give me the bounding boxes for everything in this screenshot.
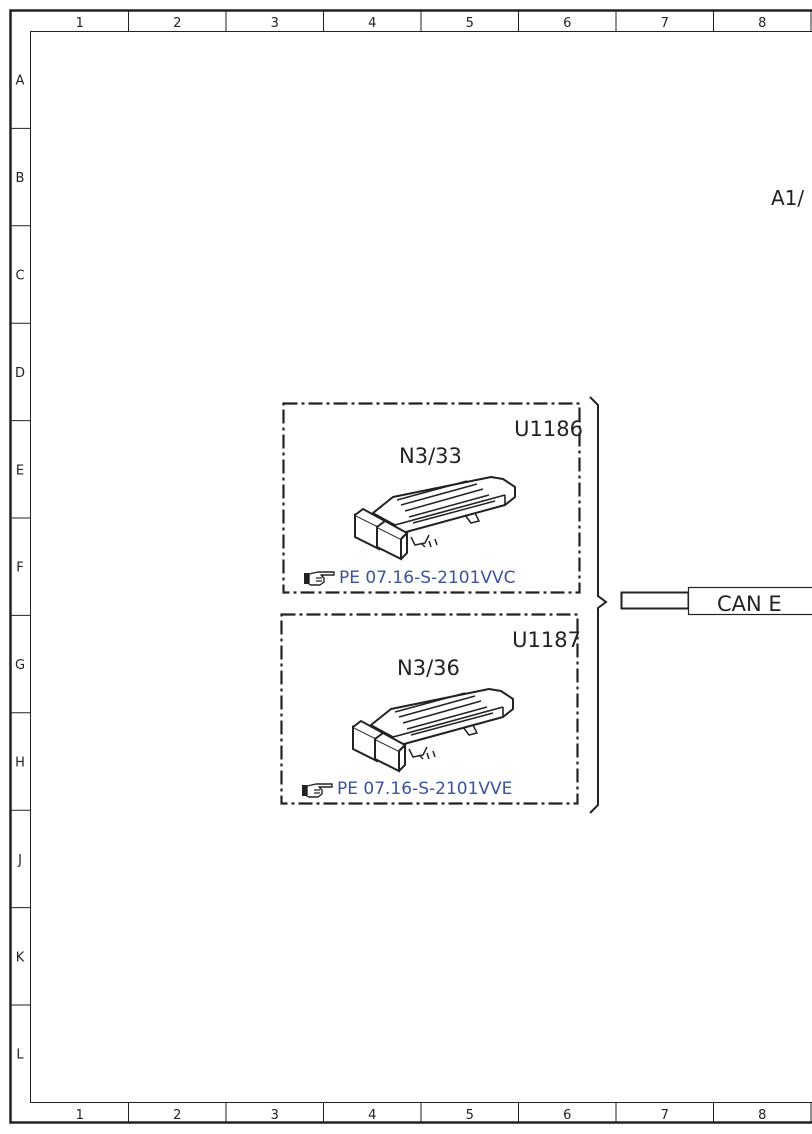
row-marker: K — [16, 950, 25, 965]
module-code: U1186 — [514, 417, 583, 441]
column-marker-bottom: 5 — [466, 1108, 474, 1123]
inner-border — [30, 31, 812, 1103]
module-box-u1187: U1187 N3/36 PE 07.16-S-2101VVE — [280, 613, 581, 805]
row-marker: E — [16, 463, 24, 478]
dashed-module-frame — [280, 613, 579, 805]
grouping-brace — [589, 396, 608, 814]
dashed-module-frame — [282, 402, 581, 594]
column-marker-bottom: 3 — [271, 1108, 279, 1123]
reference-link[interactable]: PE 07.16-S-2101VVC — [303, 568, 516, 588]
pointing-hand-icon — [301, 783, 333, 798]
bus-label-box — [687, 586, 812, 616]
row-marker: L — [16, 1048, 24, 1063]
row-marker: A — [16, 74, 25, 89]
module-box-u1186: U1186 N3/33 PE 07.16-S-2101VVC — [282, 402, 583, 594]
pointing-hand-icon — [303, 571, 335, 586]
column-marker-top: 7 — [661, 16, 669, 31]
bus-label: CAN E — [717, 592, 782, 616]
column-marker-top: 6 — [563, 16, 571, 31]
module-name: N3/36 — [397, 656, 460, 680]
row-marker: B — [16, 171, 25, 186]
column-marker-bottom: 6 — [563, 1108, 571, 1123]
bus-connector-stub — [620, 591, 690, 610]
module-code: U1187 — [512, 628, 581, 652]
column-marker-top: 2 — [173, 16, 181, 31]
column-marker-bottom: 2 — [173, 1108, 181, 1123]
row-marker: D — [15, 366, 25, 381]
column-marker-bottom: 8 — [758, 1108, 766, 1123]
row-marker: G — [15, 658, 25, 673]
module-name: N3/33 — [399, 444, 462, 468]
column-marker-bottom: 4 — [368, 1108, 376, 1123]
row-marker: J — [17, 853, 22, 868]
column-marker-top: 5 — [466, 16, 474, 31]
row-marker: F — [16, 561, 23, 576]
reference-text[interactable]: PE 07.16-S-2101VVE — [337, 779, 512, 799]
outer-border — [9, 9, 812, 1124]
column-marker-bottom: 1 — [76, 1108, 84, 1123]
column-marker-bottom: 7 — [661, 1108, 669, 1123]
column-marker-top: 8 — [758, 16, 766, 31]
ecu-module-icon — [352, 688, 514, 772]
column-marker-top: 1 — [76, 16, 84, 31]
reference-text[interactable]: PE 07.16-S-2101VVC — [339, 568, 516, 588]
row-marker: H — [15, 756, 25, 771]
column-marker-top: 3 — [271, 16, 279, 31]
row-marker: C — [15, 269, 24, 284]
partial-component-label: A1/ — [771, 186, 804, 210]
reference-link[interactable]: PE 07.16-S-2101VVE — [301, 779, 512, 799]
ecu-module-icon — [354, 476, 516, 560]
column-marker-top: 4 — [368, 16, 376, 31]
